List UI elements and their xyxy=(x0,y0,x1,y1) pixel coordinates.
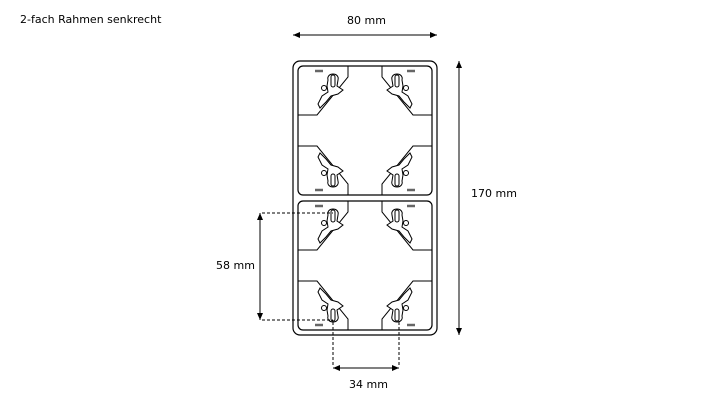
outer-frame xyxy=(292,60,438,336)
height-label: 170 mm xyxy=(471,187,517,200)
upper-cell xyxy=(298,66,432,195)
width-label: 80 mm xyxy=(347,14,386,27)
lower-cell xyxy=(298,201,432,330)
hole-spacing-label: 34 mm xyxy=(349,378,388,391)
drawing-title: 2-fach Rahmen senkrecht xyxy=(20,13,162,26)
pitch-label: 58 mm xyxy=(216,259,255,272)
